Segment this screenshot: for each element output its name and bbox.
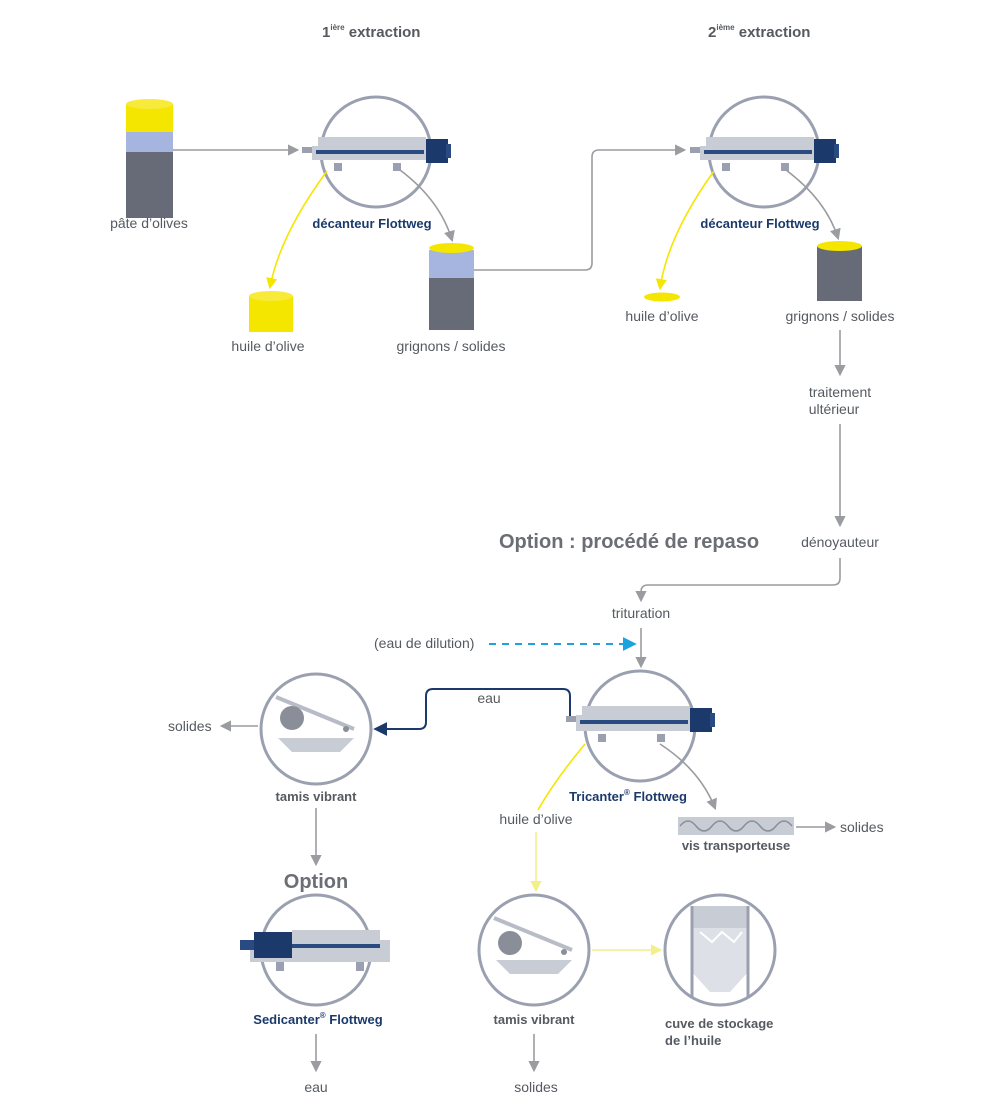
olive-oil-disk-2 — [644, 292, 680, 302]
label-olive-oil-2: huile d’olive — [625, 308, 698, 324]
label-decanter-1: décanteur Flottweg — [312, 216, 431, 231]
label-dilution-water: (eau de dilution) — [374, 635, 474, 651]
header-second-extraction: 2ième extraction — [708, 23, 810, 41]
label-storage-2: de l’huile — [665, 1033, 721, 1048]
sedicanter — [240, 893, 390, 1007]
label-solids-bottom: solides — [514, 1079, 558, 1095]
pomace-container-1 — [429, 243, 474, 330]
decanter-1 — [302, 95, 451, 209]
arrow-pomace-1 — [399, 169, 455, 243]
label-decanter-2: décanteur Flottweg — [700, 216, 819, 231]
arrow-pomace-to-decanter-2 — [474, 144, 687, 271]
label-pitter: dénoyauteur — [801, 534, 879, 550]
tricanter — [566, 669, 715, 783]
label-option: Option — [284, 871, 348, 893]
pomace-container-2 — [817, 241, 862, 301]
vibrating-screen-2 — [477, 893, 591, 1007]
screw-conveyor — [678, 817, 794, 835]
label-storage-1: cuve de stockage — [665, 1016, 773, 1031]
label-vibrating-screen-1: tamis vibrant — [276, 789, 358, 804]
label-water: eau — [477, 690, 500, 706]
arrow-oil-2 — [655, 170, 715, 291]
label-conveyor: vis transporteuse — [682, 838, 790, 853]
arrow-to-trituration — [635, 558, 841, 603]
arrow-to-conveyor — [659, 743, 717, 811]
header-first-extraction: 1ière extraction — [322, 23, 420, 41]
label-olive-oil-3: huile d’olive — [499, 811, 572, 827]
decanter-2 — [690, 95, 839, 209]
label-repaso-option: Option : procédé de repaso — [499, 531, 759, 553]
oil-storage-tank — [663, 893, 777, 1007]
vibrating-screen-1 — [259, 672, 373, 786]
label-tricanter: Tricanter® Flottweg — [569, 788, 687, 804]
label-olive-paste: pâte d’olives — [110, 215, 188, 231]
arrow-water — [373, 688, 571, 736]
label-solids-left: solides — [168, 718, 212, 734]
label-further-treatment-1: traitement — [809, 384, 871, 400]
label-trituration: trituration — [612, 605, 670, 621]
olive-oil-container-1 — [249, 291, 293, 332]
label-olive-oil-1: huile d’olive — [231, 338, 304, 354]
label-pomace-1: grignons / solides — [397, 338, 506, 354]
olive-paste-container — [126, 99, 173, 218]
arrow-oil-1 — [266, 170, 328, 290]
label-pomace-2: grignons / solides — [786, 308, 895, 324]
label-further-treatment-2: ultérieur — [809, 401, 860, 417]
label-vibrating-screen-2: tamis vibrant — [494, 1012, 576, 1027]
arrow-oil-3-upper — [537, 743, 586, 811]
arrow-pomace-2 — [785, 169, 841, 241]
label-solids-conveyor: solides — [840, 819, 884, 835]
label-sedicanter: Sedicanter® Flottweg — [253, 1011, 382, 1027]
label-water-out: eau — [304, 1079, 327, 1095]
